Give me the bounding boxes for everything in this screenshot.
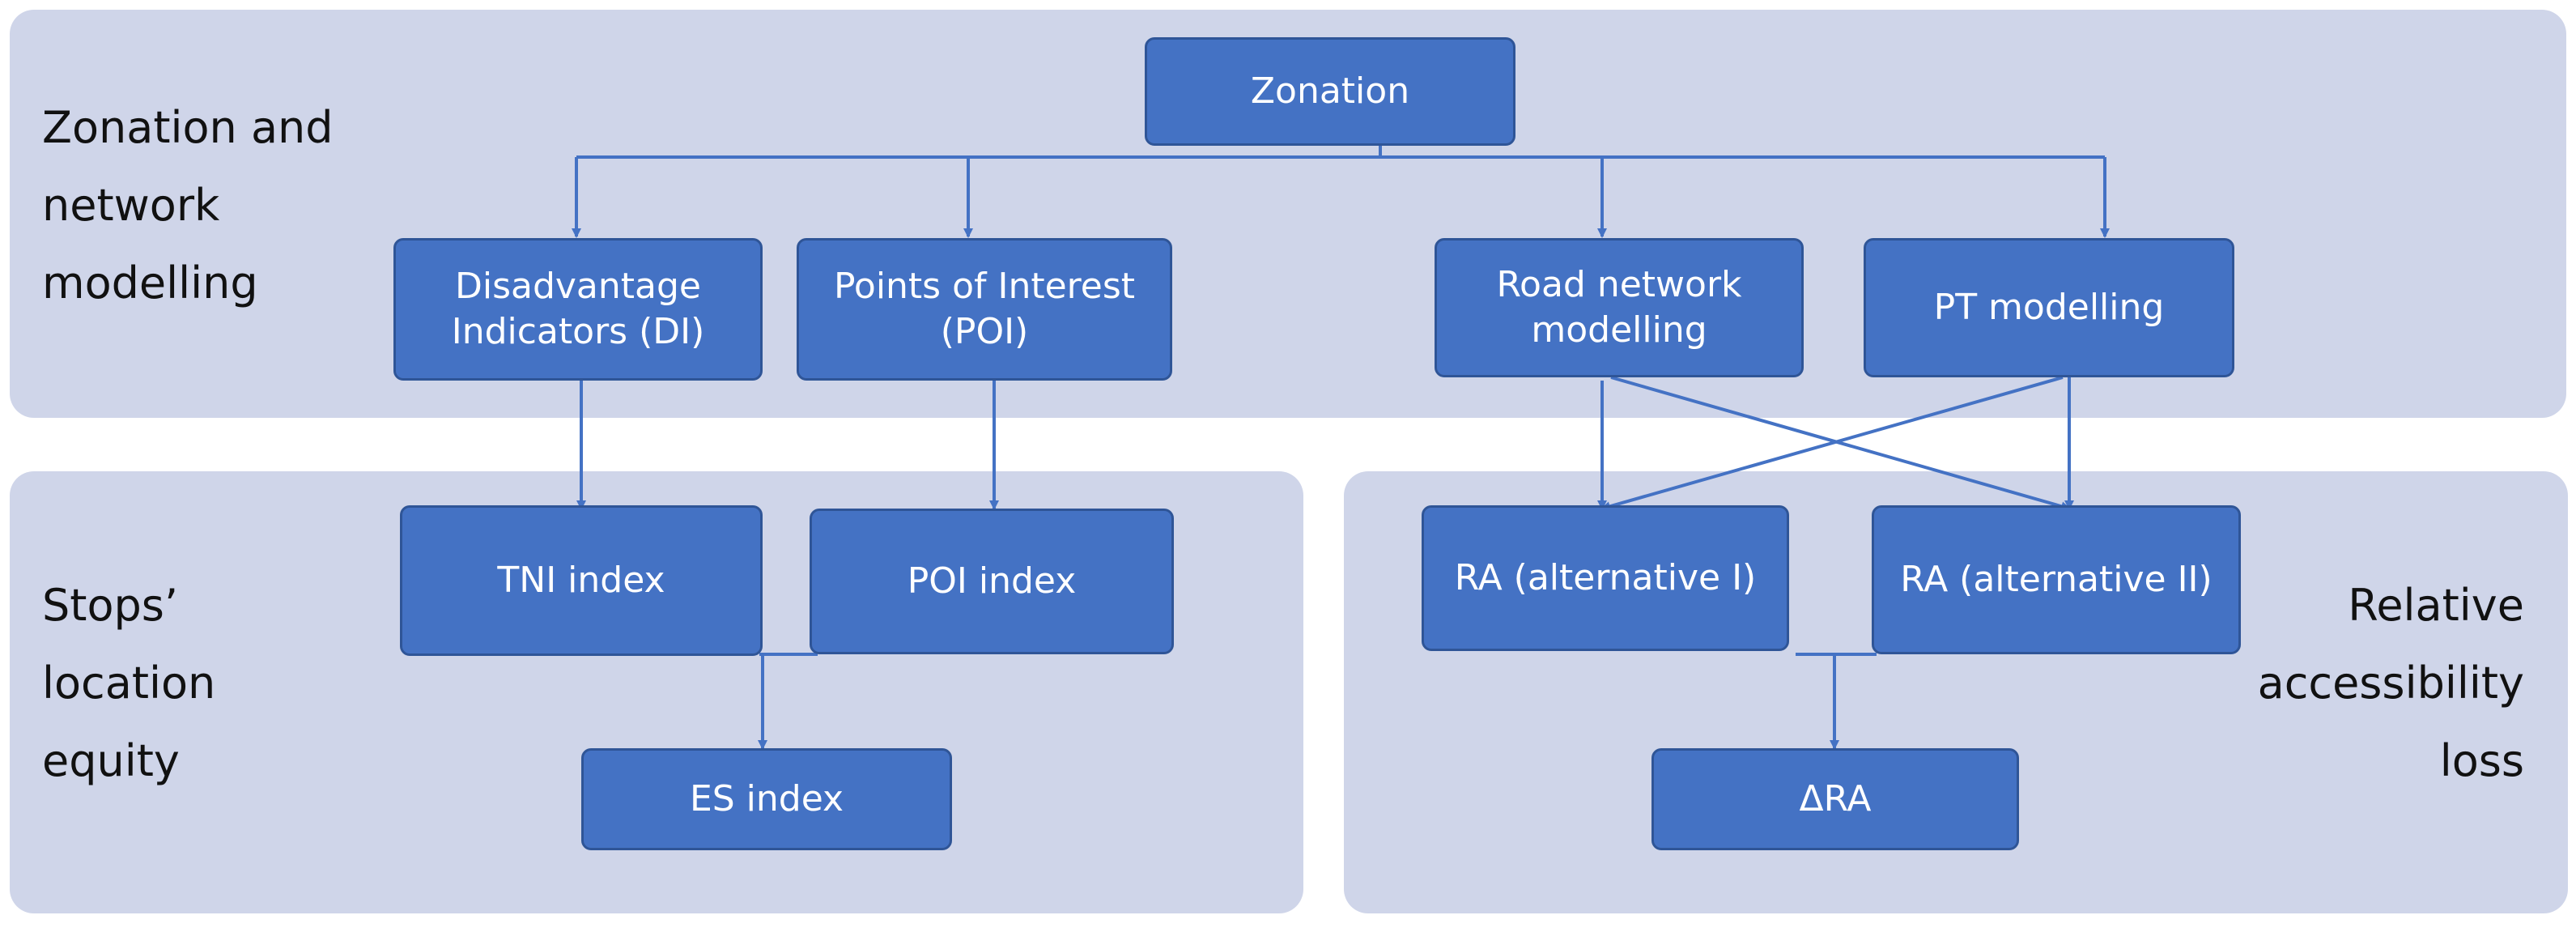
node-zonation[interactable]: Zonation	[1145, 37, 1515, 146]
node-disadvantage-indicators[interactable]: Disadvantage Indicators (DI)	[393, 238, 763, 381]
node-ra-alternative-2[interactable]: RA (alternative II)	[1872, 505, 2241, 654]
node-pt-modelling[interactable]: PT modelling	[1864, 238, 2234, 377]
node-points-of-interest-label: Points of Interest (POI)	[833, 266, 1136, 352]
node-ra-alternative-1-label: RA (alternative I)	[1454, 557, 1757, 598]
node-delta-ra[interactable]: ΔRA	[1651, 748, 2019, 850]
node-poi-index[interactable]: POI index	[810, 509, 1174, 654]
node-road-network-modelling-label: Road network modelling	[1496, 264, 1742, 351]
node-tni-index-label: TNI index	[497, 560, 665, 601]
node-tni-index[interactable]: TNI index	[400, 505, 763, 656]
node-ra-alternative-2-label: RA (alternative II)	[1900, 559, 2213, 600]
node-points-of-interest[interactable]: Points of Interest (POI)	[797, 238, 1172, 381]
label-stops-location-equity: Stops’ location equity	[42, 580, 216, 786]
node-es-index[interactable]: ES index	[581, 748, 952, 850]
label-relative-accessibility-loss: Relative accessibility loss	[2257, 580, 2524, 786]
node-pt-modelling-label: PT modelling	[1933, 287, 2165, 328]
node-disadvantage-indicators-label: Disadvantage Indicators (DI)	[451, 266, 705, 352]
node-road-network-modelling[interactable]: Road network modelling	[1435, 238, 1804, 377]
node-delta-ra-label: ΔRA	[1799, 778, 1872, 819]
node-zonation-label: Zonation	[1250, 70, 1410, 112]
node-ra-alternative-1[interactable]: RA (alternative I)	[1422, 505, 1789, 651]
node-es-index-label: ES index	[689, 778, 844, 819]
label-zonation-network: Zonation and network modelling	[42, 102, 334, 309]
node-poi-index-label: POI index	[907, 560, 1077, 602]
